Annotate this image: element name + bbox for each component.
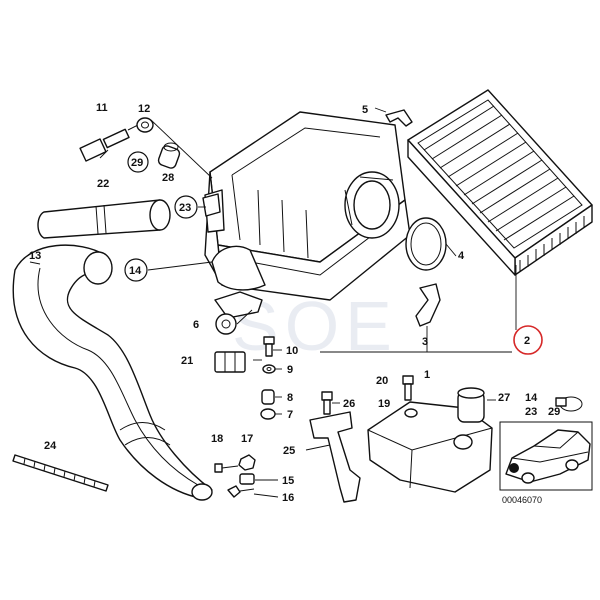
label-18: 18 bbox=[211, 433, 223, 445]
label-21: 21 bbox=[181, 355, 193, 367]
label-3: 3 bbox=[422, 336, 428, 348]
intake-duct bbox=[12, 244, 213, 501]
sleeve bbox=[202, 193, 221, 217]
intake-temp-sensor bbox=[79, 123, 141, 162]
label-19: 19 bbox=[378, 398, 390, 410]
label-7: 7 bbox=[287, 409, 293, 421]
seal-ring bbox=[405, 217, 447, 271]
callout-14: 14 bbox=[124, 258, 148, 282]
bolt-10 bbox=[263, 336, 275, 357]
clip-15 bbox=[239, 473, 255, 485]
label-6: 6 bbox=[193, 319, 199, 331]
label-15: 15 bbox=[282, 475, 294, 487]
callout-12: 12 bbox=[138, 103, 150, 115]
grommet-7 bbox=[260, 408, 276, 420]
label-2: 2 bbox=[524, 335, 530, 347]
air-filter-element bbox=[407, 89, 593, 276]
label-20: 20 bbox=[376, 375, 388, 387]
label-16: 16 bbox=[282, 492, 294, 504]
hose-clamp bbox=[555, 396, 583, 412]
intake-hose bbox=[37, 199, 171, 239]
leader-lines bbox=[29, 107, 517, 498]
air-cleaner-housing bbox=[204, 111, 411, 319]
callout-2: 2 bbox=[513, 325, 543, 355]
label-25: 25 bbox=[283, 445, 295, 457]
label-11: 11 bbox=[96, 102, 108, 114]
rubber-mount-6 bbox=[215, 313, 237, 335]
rubber-bush bbox=[157, 142, 181, 169]
resonator bbox=[367, 401, 493, 493]
intake-snorkel bbox=[211, 245, 266, 291]
label-29-top: 29 bbox=[131, 157, 143, 169]
rubber-sleeve bbox=[457, 387, 485, 423]
label-27: 27 bbox=[498, 392, 510, 404]
label-4: 4 bbox=[458, 250, 465, 262]
grommet bbox=[136, 117, 154, 133]
label-10: 10 bbox=[286, 345, 298, 357]
damper-block-21 bbox=[214, 351, 246, 373]
label-26: 26 bbox=[343, 398, 355, 410]
screw-18 bbox=[214, 463, 239, 473]
label-14: 14 bbox=[129, 265, 142, 277]
label-23-inset: 23 bbox=[525, 406, 537, 418]
clip bbox=[385, 109, 413, 127]
callout-23-top: 23 bbox=[174, 195, 198, 219]
label-12: 12 bbox=[138, 103, 150, 115]
callout-29-top: 29 bbox=[127, 151, 149, 173]
label-28: 28 bbox=[162, 172, 174, 184]
location-marker bbox=[509, 463, 519, 473]
label-1: 1 bbox=[424, 369, 430, 381]
mounting-bracket bbox=[309, 411, 361, 503]
label-17: 17 bbox=[241, 433, 253, 445]
label-14-inset: 14 bbox=[525, 392, 538, 404]
label-13: 13 bbox=[29, 250, 41, 262]
washer-9 bbox=[262, 364, 276, 374]
label-24: 24 bbox=[44, 440, 57, 452]
label-9: 9 bbox=[287, 364, 293, 376]
label-8: 8 bbox=[287, 392, 293, 404]
bolt-26 bbox=[321, 391, 333, 415]
vehicle-location-inset bbox=[499, 421, 593, 491]
label-22: 22 bbox=[97, 178, 109, 190]
label-23-top: 23 bbox=[179, 202, 191, 214]
bolt-20 bbox=[402, 375, 414, 401]
nut-17 bbox=[238, 454, 256, 471]
cable-strap bbox=[12, 454, 109, 492]
bracket bbox=[415, 283, 441, 327]
label-5: 5 bbox=[362, 104, 368, 116]
label-29-inset: 29 bbox=[548, 406, 560, 418]
sleeve-8 bbox=[261, 389, 275, 405]
diagram-reference-code: 00046070 bbox=[502, 495, 542, 505]
screw-16 bbox=[227, 485, 255, 498]
